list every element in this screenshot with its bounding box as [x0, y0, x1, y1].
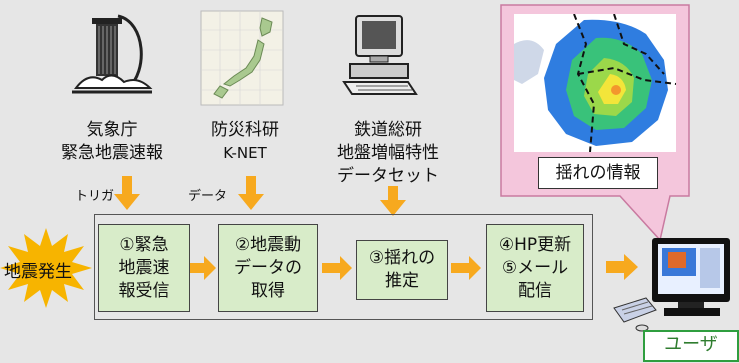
process-frame: [94, 214, 593, 320]
step-1-line2: 地震速: [118, 257, 170, 278]
source-jma-service: 緊急地震速報: [61, 143, 163, 163]
step-1-line1: ①緊急: [119, 234, 169, 255]
source-nied-service: K-NET: [223, 144, 267, 162]
flow-arrow-to-user-icon: [606, 254, 638, 280]
step-acquire-data: ②地震動 データの 取得: [218, 224, 318, 312]
source-rtri: 鉄道総研 地盤増幅特性 データセット: [318, 119, 458, 188]
step-3-line1: ③揺れの: [368, 248, 436, 268]
flow-arrow-1-icon: [190, 256, 216, 280]
shaking-info-box: 揺れの情報: [538, 157, 658, 189]
shaking-map-icon: [514, 14, 676, 152]
step-4-line1: ④HP更新: [498, 234, 572, 255]
data-label: データ: [188, 189, 228, 204]
source-jma-name: 気象庁: [86, 120, 138, 140]
data-arrow-icon: [238, 176, 264, 210]
step-estimate-shaking: ③揺れの 推定: [356, 240, 448, 300]
dataset-arrow-icon: [380, 186, 406, 216]
user-label-text: ユーザ: [664, 334, 718, 355]
step-eew-receive: ①緊急 地震速 報受信: [98, 224, 190, 312]
step-1-line3: 報受信: [118, 280, 170, 301]
step-2-line1: ②地震動: [234, 234, 302, 255]
earthquake-burst-icon: [0, 228, 92, 308]
source-rtri-name: 鉄道総研: [354, 120, 422, 140]
step-3-line2: 推定: [385, 271, 419, 291]
source-rtri-dataset-line2: データセット: [337, 166, 439, 186]
building-icon: [72, 14, 153, 94]
source-nied-name: 防災科研: [211, 120, 279, 140]
source-rtri-dataset-line1: 地盤増幅特性: [337, 143, 439, 163]
trigger-label: トリガ: [75, 189, 115, 204]
step-2-line3: 取得: [251, 280, 285, 301]
step-update-notify: ④HP更新 ⑤メール 配信: [486, 224, 584, 312]
user-computer-icon: [613, 238, 730, 332]
flow-arrow-3-icon: [451, 256, 481, 280]
step-5-line2: 配信: [518, 280, 552, 301]
step-2-line2: データの: [234, 257, 302, 278]
quake-label: 地震発生: [4, 262, 72, 282]
computer-icon: [342, 15, 418, 95]
source-jma: 気象庁 緊急地震速報: [52, 119, 172, 165]
shaking-info-label: 揺れの情報: [555, 163, 641, 183]
step-5-line1: ⑤メール: [501, 257, 569, 278]
flow-arrow-2-icon: [322, 256, 352, 280]
trigger-arrow-icon: [114, 176, 140, 210]
source-nied: 防災科研 K-NET: [190, 119, 300, 165]
japan-map-icon: [200, 10, 284, 106]
user-label: ユーザ: [643, 330, 739, 362]
